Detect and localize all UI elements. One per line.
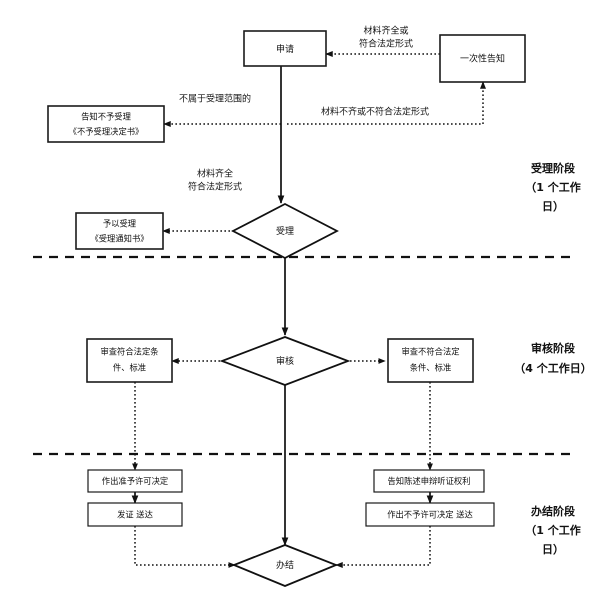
node-notify-reject-accept-line1: 告知不予受理 — [81, 112, 131, 122]
node-grant-accept-line1: 予以受理 — [103, 219, 137, 229]
stage-label-accept: 受理阶段 （1 个工作 日） — [525, 161, 580, 213]
node-review-fail[interactable]: 审查不符合法定 条件、标准 — [387, 338, 474, 383]
edge-label-apply-to-onetimenotice: 材料不齐或不符合法定形式 — [321, 106, 429, 118]
edge-label-line1: 材料不齐或不符合法定形式 — [321, 106, 429, 118]
node-decision-approve-label: 作出准予许可决定 — [102, 476, 168, 486]
node-one-time-notice-label: 一次性告知 — [460, 53, 505, 65]
edge-label-onetimenotice-to-apply: 材料齐全或 符合法定形式 — [359, 25, 413, 50]
node-review-pass[interactable]: 审查符合法定条 件、标准 — [86, 338, 173, 383]
stage-complete-line1: 办结阶段 — [531, 504, 575, 518]
stage-label-complete: 办结阶段 （1 个工作 日） — [525, 504, 580, 556]
node-apply[interactable]: 申请 — [243, 30, 327, 67]
node-apply-label: 申请 — [276, 43, 294, 55]
node-review-fail-line2: 条件、标准 — [410, 363, 452, 373]
node-complete[interactable]: 办结 — [231, 544, 339, 587]
node-one-time-notice[interactable]: 一次性告知 — [439, 34, 526, 83]
edge-issuedeliver-to-complete — [134, 526, 236, 568]
node-grant-accept[interactable]: 予以受理 《受理通知书》 — [75, 212, 164, 250]
node-review[interactable]: 审核 — [219, 336, 351, 386]
node-complete-label: 办结 — [276, 559, 294, 571]
edge-label-line1: 材料齐全 — [197, 168, 233, 180]
edge-label-line1: 材料齐全或 — [363, 25, 408, 37]
node-review-label: 审核 — [276, 355, 294, 367]
edge-decisiondeny-to-complete — [335, 526, 431, 568]
stage-complete-line3: 日） — [542, 543, 564, 556]
stage-accept-line1: 受理阶段 — [531, 161, 575, 175]
edge-label-line1: 不属于受理范围的 — [179, 93, 251, 105]
node-decision-deny-label: 作出不予许可决定 送达 — [387, 510, 473, 520]
stage-complete-line2: （1 个工作 — [525, 523, 580, 537]
edge-label-apply-to-notifyreject: 不属于受理范围的 — [179, 93, 251, 105]
node-grant-accept-line2: 《受理通知书》 — [90, 234, 148, 244]
node-notify-rights[interactable]: 告知陈述申辩听证权利 — [373, 469, 485, 493]
node-issue-deliver[interactable]: 发证 送达 — [87, 502, 183, 527]
edge-label-line2: 符合法定形式 — [188, 181, 242, 193]
node-review-pass-line2: 件、标准 — [113, 363, 146, 373]
stage-accept-line2: （1 个工作 — [525, 180, 580, 194]
stage-accept-line3: 日） — [542, 200, 564, 213]
node-decision-deny[interactable]: 作出不予许可决定 送达 — [365, 502, 495, 527]
node-review-fail-line1: 审查不符合法定 — [401, 347, 459, 357]
node-issue-deliver-label: 发证 送达 — [117, 510, 153, 520]
edge-label-apply-to-accept: 材料齐全 符合法定形式 — [188, 168, 242, 193]
node-notify-reject-accept[interactable]: 告知不予受理 《不予受理决定书》 — [47, 105, 165, 143]
node-accept-label: 受理 — [276, 225, 294, 237]
stage-label-review: 审核阶段 （4 个工作日） — [514, 341, 591, 375]
stage-review-line2: （4 个工作日） — [514, 361, 591, 375]
node-review-pass-line1: 审查符合法定条 — [100, 347, 158, 357]
node-notify-reject-accept-line2: 《不予受理决定书》 — [69, 127, 144, 137]
node-decision-approve[interactable]: 作出准予许可决定 — [87, 469, 183, 493]
node-notify-rights-label: 告知陈述申辩听证权利 — [388, 476, 471, 486]
edge-label-line2: 符合法定形式 — [359, 38, 413, 50]
node-accept[interactable]: 受理 — [231, 202, 339, 260]
stage-review-line1: 审核阶段 — [531, 341, 575, 355]
edge-apply-to-onetimenotice — [287, 81, 486, 125]
